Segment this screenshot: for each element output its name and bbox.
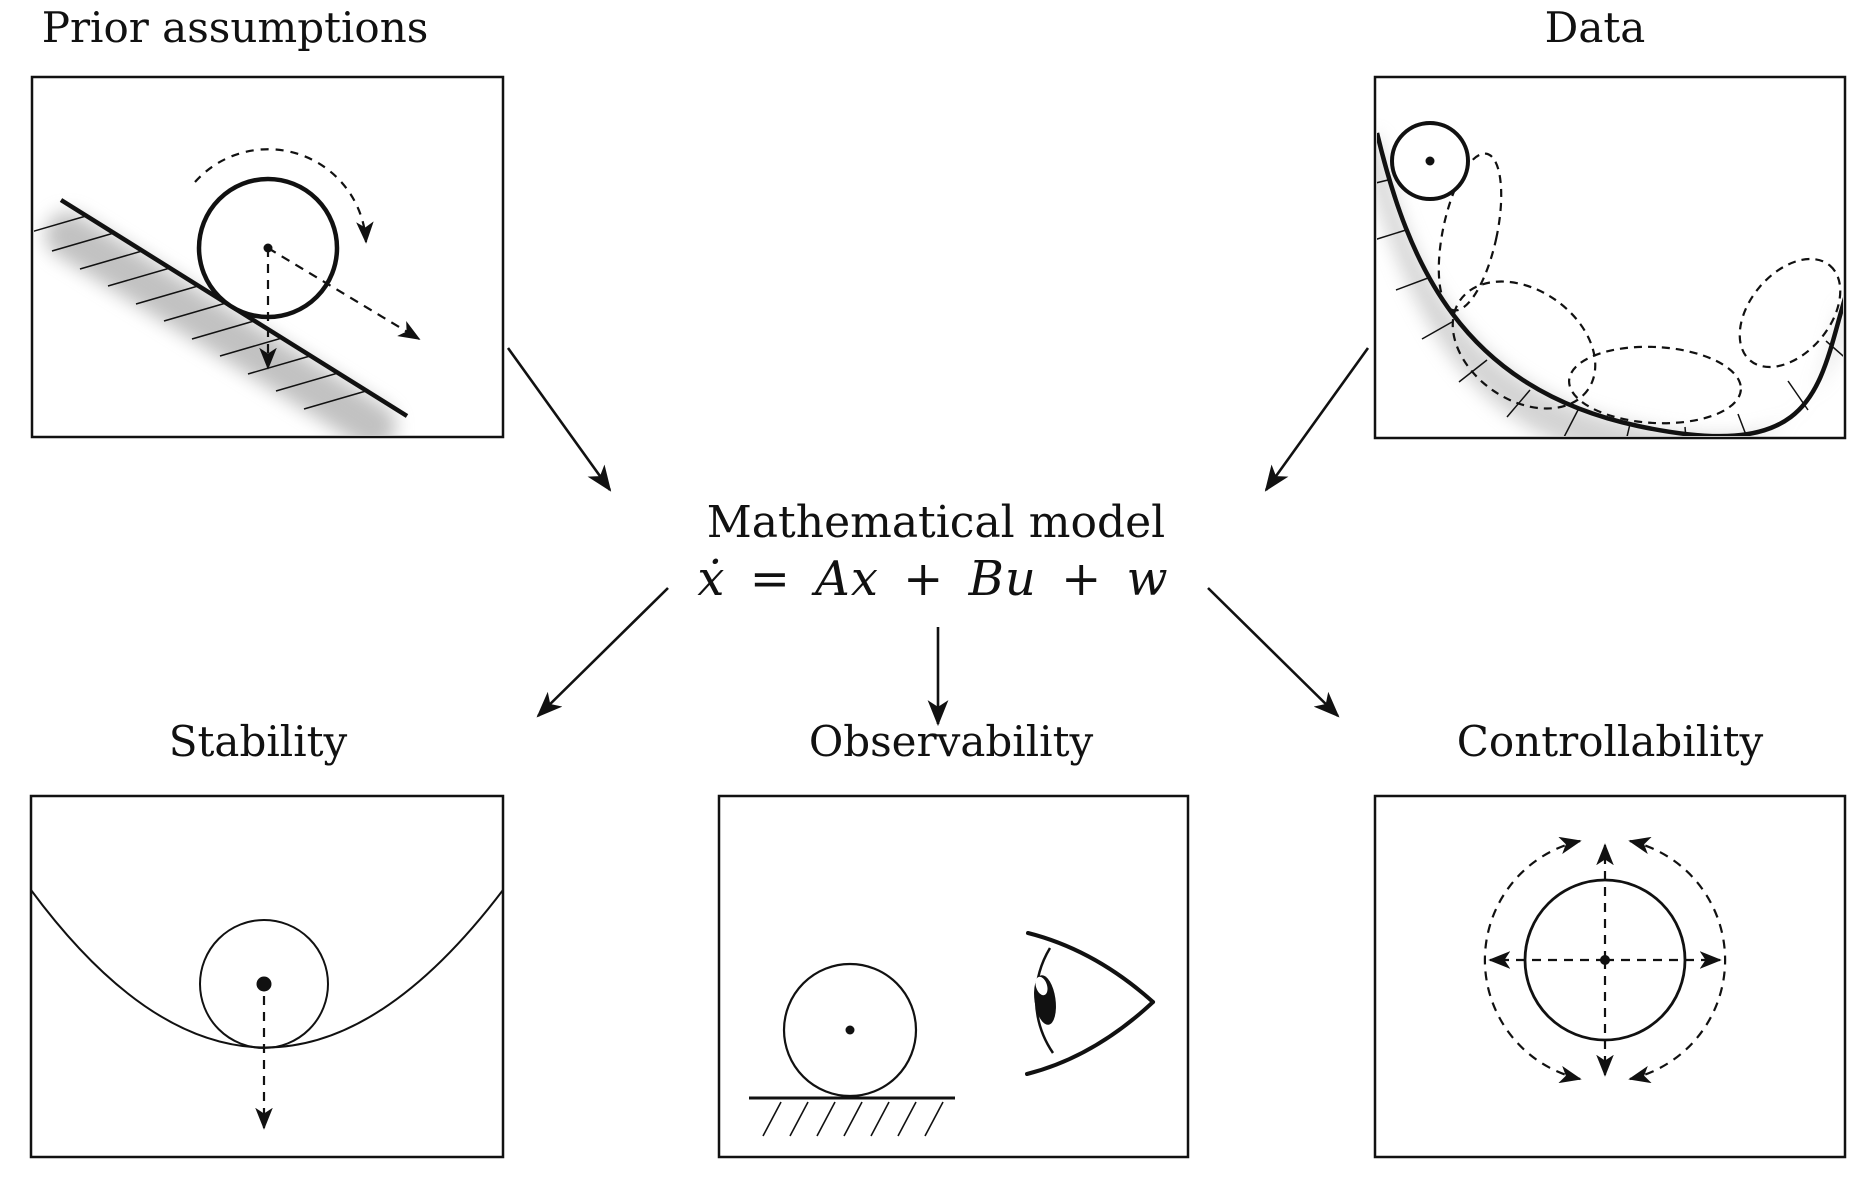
observed-ball	[782, 962, 918, 1098]
ball-center-dot	[256, 976, 272, 992]
connector-arrows	[506, 347, 1370, 727]
observability-illustration	[717, 794, 1190, 1159]
rotation-arc-left	[1483, 836, 1582, 1084]
arrow-data-to-model	[1264, 347, 1370, 492]
control-force-arrows	[1483, 836, 1727, 1084]
arrow-prior-to-model	[506, 347, 612, 492]
arrow-model-to-stability	[536, 587, 669, 718]
data-illustration	[1373, 75, 1847, 440]
controllability-title: Controllability	[1456, 717, 1764, 766]
ghost-ball-2	[1451, 280, 1597, 410]
prior-assumptions-illustration	[30, 75, 505, 439]
controllability-frame	[1373, 794, 1847, 1159]
incline-hatching	[34, 215, 367, 410]
ground-hatching	[762, 1101, 944, 1137]
arrow-model-to-controllability	[1207, 587, 1340, 718]
eyelid-bottom	[1025, 1000, 1155, 1076]
model-equation: ẋ = Ax + Bu + w	[697, 551, 1169, 607]
ghost-ball-positions	[1437, 152, 1842, 425]
stability-illustration	[29, 794, 505, 1159]
ball-center-dot	[1425, 156, 1435, 166]
stability-title: Stability	[168, 717, 348, 766]
controllability-illustration	[1373, 794, 1847, 1159]
rotation-arc-right	[1628, 836, 1727, 1084]
valley-surface	[1377, 132, 1843, 436]
prior-assumptions-title: Prior assumptions	[41, 3, 429, 52]
observability-title: Observability	[808, 717, 1094, 766]
ghost-ball-3	[1567, 345, 1743, 425]
eye-icon	[1025, 931, 1155, 1076]
eyelid-top	[1026, 931, 1155, 1004]
slope-direction-arrow	[267, 247, 421, 340]
data-title: Data	[1544, 3, 1646, 52]
ghost-ball-1	[1437, 152, 1503, 312]
stability-frame	[29, 794, 505, 1159]
rotation-arrow	[194, 148, 374, 244]
ghost-ball-4	[1738, 257, 1842, 369]
model-title: Mathematical model	[706, 497, 1166, 548]
ball-center-dot	[845, 1025, 855, 1035]
pupil-highlight	[1035, 976, 1048, 996]
